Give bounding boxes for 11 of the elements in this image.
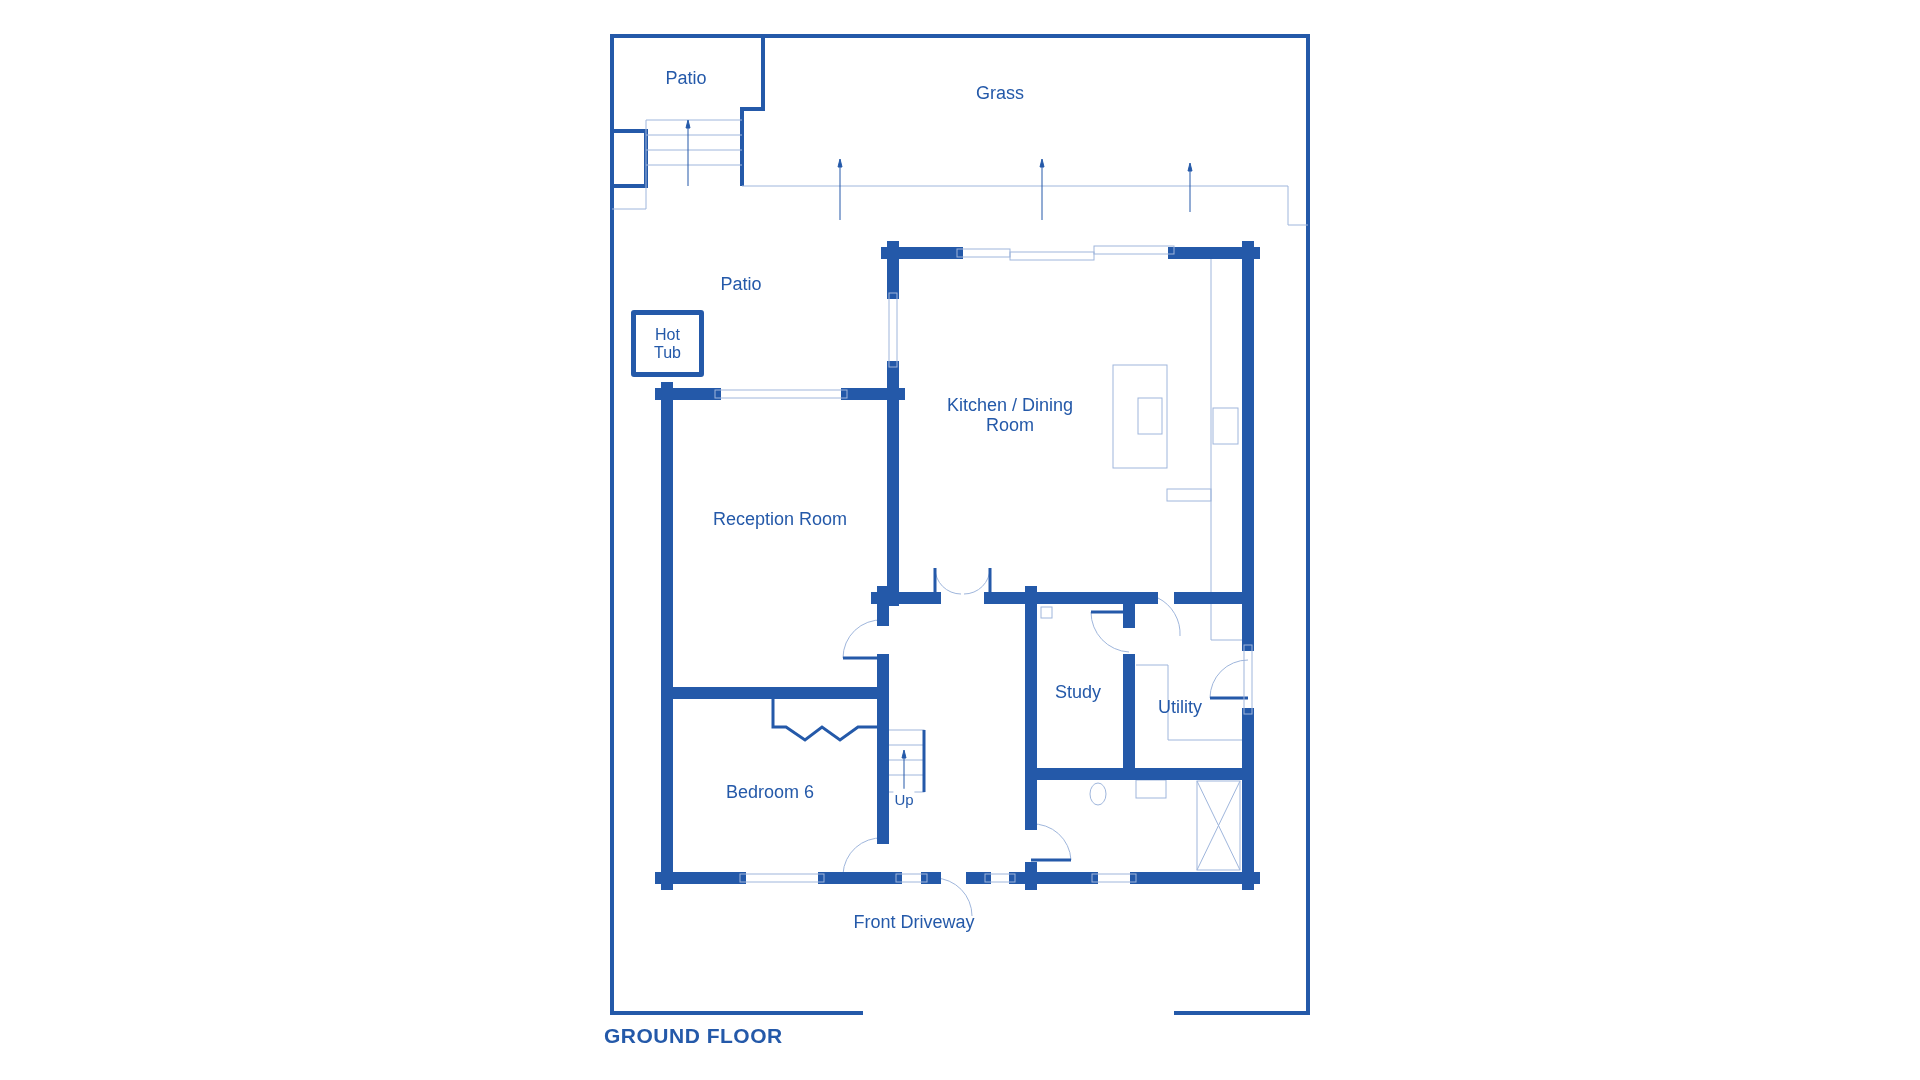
room-label: Front Driveway <box>853 912 975 932</box>
room-label: Reception Room <box>712 509 848 529</box>
room-label: Bedroom 6 <box>725 782 815 802</box>
room-label: Study <box>1055 682 1101 702</box>
floor-title: GROUND FLOOR <box>604 1023 783 1049</box>
room-label: Utility <box>1158 697 1202 717</box>
hot-tub: Hot Tub <box>631 310 704 377</box>
room-label: Patio <box>665 68 707 88</box>
room-label: Patio <box>720 274 762 294</box>
room-label: Grass <box>976 83 1024 103</box>
room-label: Kitchen / Dining Room <box>945 395 1075 435</box>
